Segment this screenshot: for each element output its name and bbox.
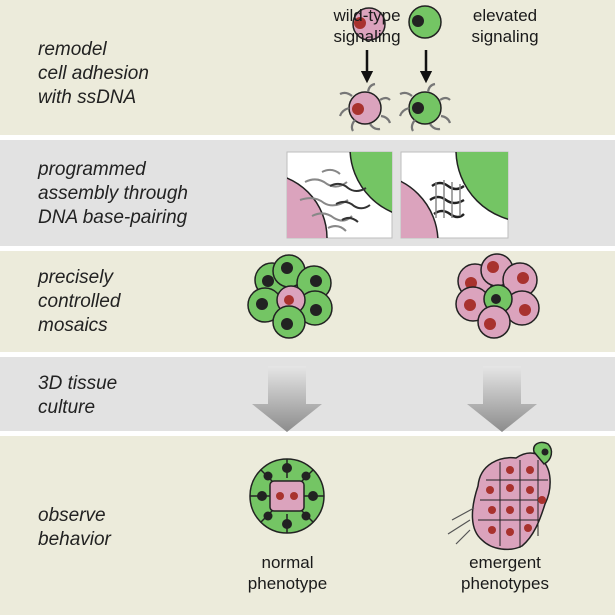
column-header-wild-type: wild-type signaling bbox=[333, 6, 401, 46]
wild-type-cell bbox=[352, 7, 386, 41]
culture-arrow-right bbox=[467, 366, 537, 432]
step-label-assembly: programmed assembly through DNA base-pai… bbox=[38, 159, 188, 228]
normal-organoid bbox=[249, 458, 325, 534]
base-pairing-panel-left bbox=[286, 151, 393, 239]
elevated-cell bbox=[408, 5, 442, 39]
step-label-culture: 3D tissue culture bbox=[38, 373, 118, 418]
mosaic-right bbox=[455, 253, 540, 339]
step-label-remodel: remodel cell adhesion with ssDNA bbox=[38, 39, 149, 108]
base-pairing-panel-right bbox=[400, 151, 509, 239]
mosaic-left bbox=[247, 254, 333, 339]
phenotype-label-normal: normal phenotype bbox=[247, 553, 328, 593]
column-header-elevated: elevated signaling bbox=[471, 6, 539, 46]
elevated-cell-ssdna bbox=[398, 82, 452, 132]
emergent-organoid bbox=[447, 441, 553, 551]
band-remodel bbox=[0, 0, 615, 135]
wild-type-cell-ssdna bbox=[338, 82, 392, 132]
culture-arrow-left bbox=[252, 366, 322, 432]
step-label-mosaics: precisely controlled mosaics bbox=[38, 267, 121, 336]
step-label-observe: observe behavior bbox=[38, 505, 111, 550]
phenotype-label-emergent: emergent phenotypes bbox=[461, 553, 549, 593]
